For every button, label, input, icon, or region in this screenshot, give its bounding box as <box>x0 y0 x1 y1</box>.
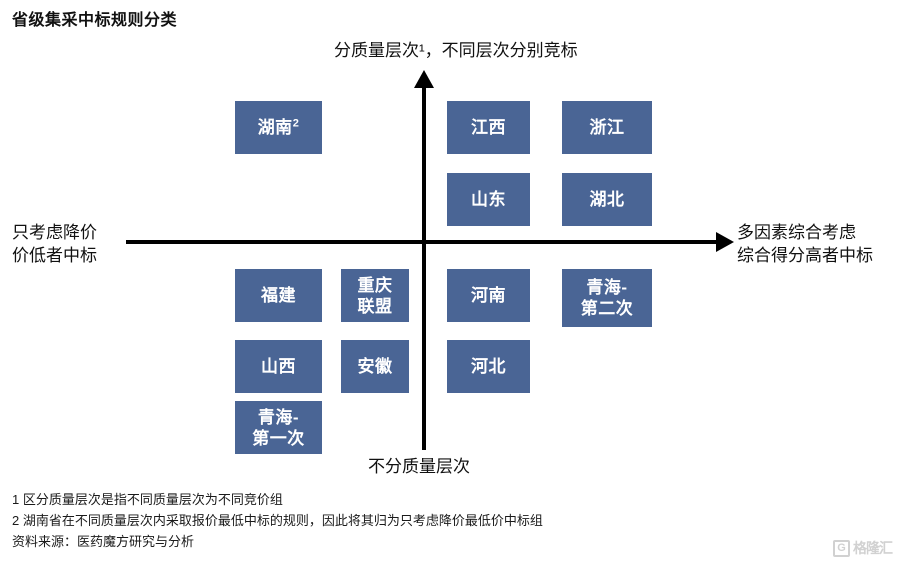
axis-label-left-line2: 价低者中标 <box>12 246 97 265</box>
province-box-label: 湖北 <box>589 190 625 209</box>
vertical-axis-line <box>422 86 426 450</box>
axis-label-left-line1: 只考虑降价 <box>12 223 97 242</box>
footnote-source: 资料来源：医药魔方研究与分析 <box>12 534 195 549</box>
province-box[interactable]: 浙江 <box>562 101 652 154</box>
province-box-label: 江西 <box>471 118 506 137</box>
axis-label-left: 只考虑降价 价低者中标 <box>12 221 97 267</box>
watermark-text: 格隆汇 <box>853 540 893 556</box>
province-box[interactable]: 湖北 <box>562 173 652 226</box>
province-box[interactable]: 青海-第一次 <box>235 401 322 454</box>
province-box[interactable]: 山西 <box>235 340 322 393</box>
watermark: G 格隆汇 <box>833 538 893 558</box>
axis-label-right-line1: 多因素综合考虑 <box>737 223 856 242</box>
province-box-label: 山东 <box>471 190 506 209</box>
axis-label-top: 分质量层次¹，不同层次分别竞标 <box>334 41 578 60</box>
axis-label-right: 多因素综合考虑 综合得分高者中标 <box>737 221 873 267</box>
province-box-footnote-marker: 2 <box>292 117 300 130</box>
province-box-label: 福建 <box>261 286 296 305</box>
province-box[interactable]: 江西 <box>447 101 530 154</box>
footnote-1: 1 区分质量层次是指不同质量层次为不同竞价组 <box>12 492 283 507</box>
province-box[interactable]: 河南 <box>447 269 530 322</box>
province-box-label: 青海-第一次 <box>252 407 305 448</box>
axis-label-bottom: 不分质量层次 <box>368 457 470 476</box>
province-box-label: 河南 <box>471 286 506 305</box>
watermark-logo-icon: G <box>833 539 850 557</box>
province-box[interactable]: 湖南2 <box>235 101 322 154</box>
province-box-label: 河北 <box>471 357 506 376</box>
footnote-2: 2 湖南省在不同质量层次内采取报价最低中标的规则，因此将其归为只考虑降价最低价中… <box>12 513 543 528</box>
province-box-label: 安徽 <box>357 357 393 376</box>
vertical-axis-arrow <box>414 70 434 88</box>
province-box-label: 浙江 <box>589 118 625 137</box>
province-box[interactable]: 山东 <box>447 173 530 226</box>
province-box[interactable]: 河北 <box>447 340 530 393</box>
province-box[interactable]: 青海-第二次 <box>562 269 652 327</box>
footnotes: 1 区分质量层次是指不同质量层次为不同竞价组 2 湖南省在不同质量层次内采取报价… <box>12 489 543 552</box>
province-box-label: 重庆联盟 <box>357 275 393 316</box>
province-box[interactable]: 重庆联盟 <box>341 269 409 322</box>
horizontal-axis-arrow <box>716 232 734 252</box>
province-box[interactable]: 安徽 <box>341 340 409 393</box>
province-box-label: 青海-第二次 <box>580 278 634 318</box>
province-box[interactable]: 福建 <box>235 269 322 322</box>
province-box-label: 湖南2 <box>257 117 300 137</box>
province-box-label: 山西 <box>261 357 296 376</box>
axis-label-right-line2: 综合得分高者中标 <box>737 246 873 265</box>
page-title: 省级集采中标规则分类 <box>12 12 178 29</box>
